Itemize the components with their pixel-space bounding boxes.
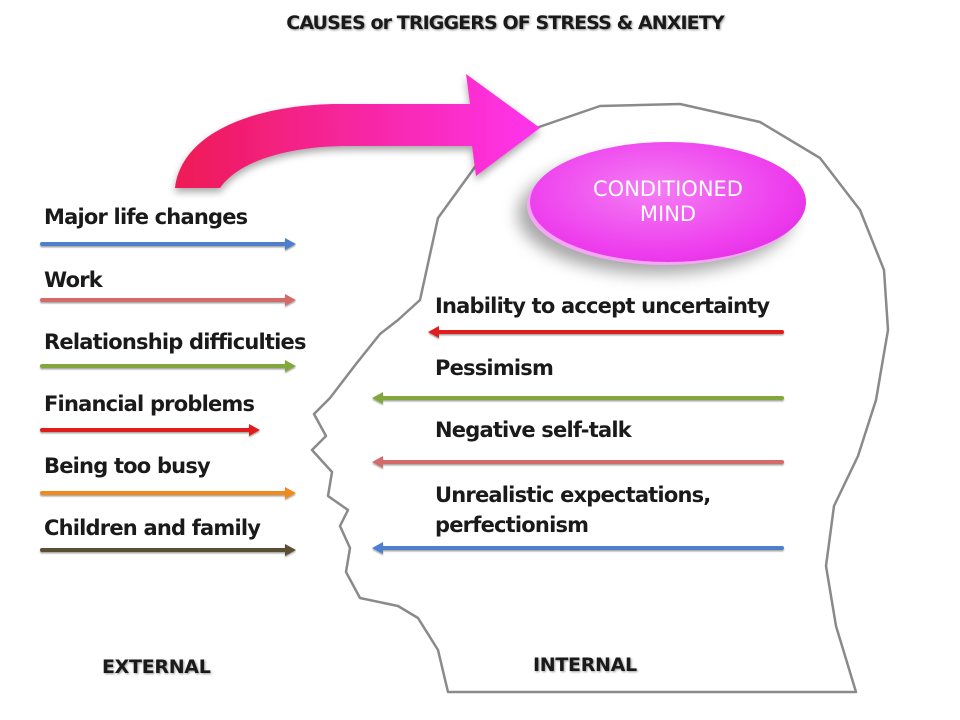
external-item-label: Financial problems [44,392,255,416]
external-item-label: Children and family [44,516,261,540]
left-arrow-icon [372,392,784,404]
right-arrow-icon [40,238,296,250]
right-arrow-icon [40,544,296,556]
right-arrow-icon [40,487,296,499]
external-item-label: Relationship difficulties [44,330,306,354]
internal-item-label: Negative self-talk [435,418,632,442]
conditioned-mind-node: CONDITIONED MIND [530,142,806,262]
internal-item-label: Unrealistic expectations, perfectionism [435,483,711,537]
external-item-label: Being too busy [44,454,211,478]
right-arrow-icon [40,294,296,306]
left-arrow-icon [428,326,784,338]
right-arrow-icon [40,424,260,436]
internal-item-label: Pessimism [435,356,554,380]
left-arrow-icon [372,456,784,468]
right-arrow-icon [40,360,296,372]
internal-heading: INTERNAL [533,654,637,676]
diagram-title: CAUSES or TRIGGERS OF STRESS & ANXIETY [286,12,724,34]
large-curved-arrow [175,74,540,188]
conditioned-mind-label: CONDITIONED MIND [593,177,743,226]
external-item-label: Major life changes [44,205,248,229]
internal-item-label: Inability to accept uncertainty [435,294,770,318]
external-arrows [40,238,296,556]
left-arrow-icon [372,542,784,554]
external-item-label: Work [44,268,103,292]
external-heading: EXTERNAL [102,656,211,678]
internal-arrows [372,326,784,554]
head-outline [310,102,890,694]
